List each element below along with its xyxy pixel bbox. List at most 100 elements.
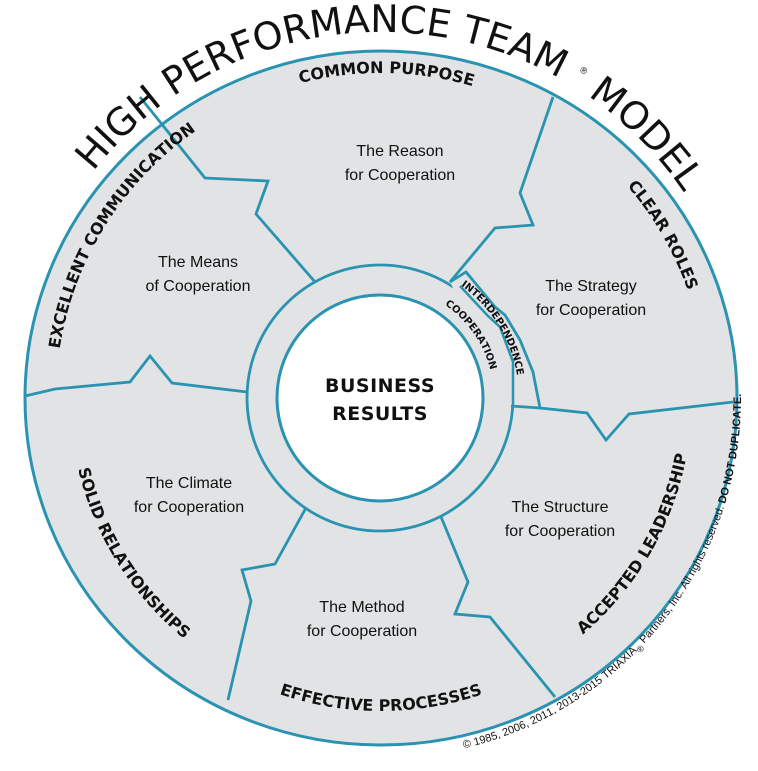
copyright-glyph: . [715, 504, 727, 511]
copyright-glyph: , [550, 704, 558, 716]
copyright-glyph: I [667, 599, 679, 608]
title-glyph: E [424, 0, 454, 47]
segment-label-glyph: P [670, 451, 691, 467]
title-glyph: M [307, 0, 346, 47]
segment-label-glyph: E [52, 300, 73, 316]
copyright-glyph: h [692, 556, 705, 567]
copyright-glyph: 0 [512, 721, 522, 734]
copyright-notice: ©1985,2006,2011,2013-2015TRIAXIA®Partner… [462, 394, 744, 752]
desc-line-1: The Climate [146, 475, 232, 492]
copyright-glyph: D [716, 494, 730, 505]
segment-label-glyph: X [47, 322, 68, 339]
ring-label-glyph: O [482, 351, 495, 363]
copyright-glyph: e [705, 527, 718, 537]
segment-desc-common-purpose: The Reason for Cooperation [345, 143, 455, 184]
copyright-glyph: 3 [570, 690, 582, 703]
segment-label-glyph: O [401, 694, 416, 714]
copyright-glyph: 2 [528, 714, 539, 727]
segment-label-glyph: M [323, 61, 342, 82]
segment-label-glyph: P [425, 61, 440, 82]
segment-label-glyph: C [321, 691, 336, 712]
copyright-glyph: ® [634, 643, 646, 655]
segment-label-glyph: R [658, 491, 680, 509]
copyright-glyph: T [725, 461, 738, 470]
copyright-glyph: i [688, 567, 700, 575]
copyright-glyph: 2 [578, 685, 590, 698]
ring-label-glyph: D [503, 336, 516, 348]
copyright-glyph: , [523, 718, 531, 730]
segment-label-glyph: U [401, 59, 415, 79]
segment-label-glyph: P [379, 696, 391, 715]
copyright-glyph: © [462, 738, 473, 752]
segment-desc-clear-roles: The Strategy for Cooperation [536, 278, 646, 319]
copyright-glyph: r [658, 610, 670, 620]
copyright-glyph: c [672, 589, 685, 601]
copyright-glyph: 2 [555, 700, 566, 713]
desc-line-2: for Cooperation [134, 499, 244, 516]
desc-line-1: The Means [158, 254, 238, 271]
segment-label-glyph: O [309, 63, 326, 84]
copyright-glyph: s [696, 548, 709, 559]
segment-label-glyph: S [450, 66, 466, 87]
segment-label-glyph: I [669, 463, 689, 473]
copyright-glyph: - [575, 688, 585, 700]
ring-label-glyph: N [509, 351, 522, 362]
copyright-glyph: t [649, 623, 660, 633]
divider-clear-accepted [539, 400, 734, 443]
copyright-glyph: 0 [560, 697, 571, 710]
copyright-glyph: 1 [544, 706, 555, 719]
copyright-glyph: 0 [506, 724, 516, 737]
ring-label-glyph: I [459, 279, 469, 290]
desc-line-1: The Method [319, 599, 404, 616]
copyright-glyph: P [729, 435, 742, 444]
segment-label-glyph: S [662, 480, 684, 497]
copyright-glyph: I [624, 649, 635, 660]
copyright-glyph: U [728, 442, 741, 452]
segment-label-glyph: F [289, 683, 305, 704]
divider-common-clear [448, 96, 555, 283]
title-glyph: N [370, 0, 399, 41]
segment-label-glyph: E [362, 696, 374, 715]
title-glyph: ® [577, 65, 590, 78]
segment-label-glyph: M [339, 59, 357, 79]
copyright-glyph: r [646, 625, 658, 636]
segment-label-glyph: S [467, 680, 484, 702]
ring-label-glyph: E [507, 344, 520, 354]
copyright-glyph: 6 [517, 719, 527, 732]
copyright-glyph: I [611, 661, 621, 672]
segment-desc-excellent-communication: The Means of Cooperation [146, 254, 251, 295]
divider-accepted-effective [437, 511, 557, 698]
copyright-glyph: 1 [472, 735, 481, 748]
divider-solid-excellent [24, 353, 248, 398]
copyright-glyph: r [699, 542, 712, 551]
desc-line-2: for Cooperation [505, 523, 615, 540]
copyright-glyph: l [683, 574, 695, 582]
desc-line-2: for Cooperation [536, 302, 646, 319]
desc-line-1: The Structure [512, 499, 609, 516]
copyright-glyph: C [731, 418, 744, 427]
ring-label-glyph: I [481, 347, 493, 355]
copyright-glyph: s [703, 532, 716, 542]
segment-label-glyph: S [446, 686, 462, 707]
copyright-glyph: 2 [501, 726, 511, 739]
interdependence-divider [459, 285, 515, 406]
title-glyph: C [398, 0, 428, 43]
copyright-glyph: v [709, 518, 722, 528]
copyright-glyph: D [727, 450, 740, 460]
copyright-glyph: 0 [534, 711, 545, 724]
segment-label-glyph: N [370, 58, 384, 77]
center-line-1: BUSINESS [325, 375, 435, 397]
copyright-glyph: 1 [539, 709, 550, 722]
desc-line-1: The Reason [356, 143, 443, 160]
segment-label-glyph: R [390, 695, 403, 715]
segment-label-glyph: T [333, 692, 346, 712]
copyright-glyph: . [732, 394, 744, 397]
business-results-circle [275, 293, 485, 503]
segment-desc-accepted-leadership: The Structure for Cooperation [505, 499, 615, 540]
segment-label-glyph: F [299, 686, 314, 707]
copyright-glyph: T [732, 404, 744, 411]
center-line-2: RESULTS [332, 403, 428, 425]
